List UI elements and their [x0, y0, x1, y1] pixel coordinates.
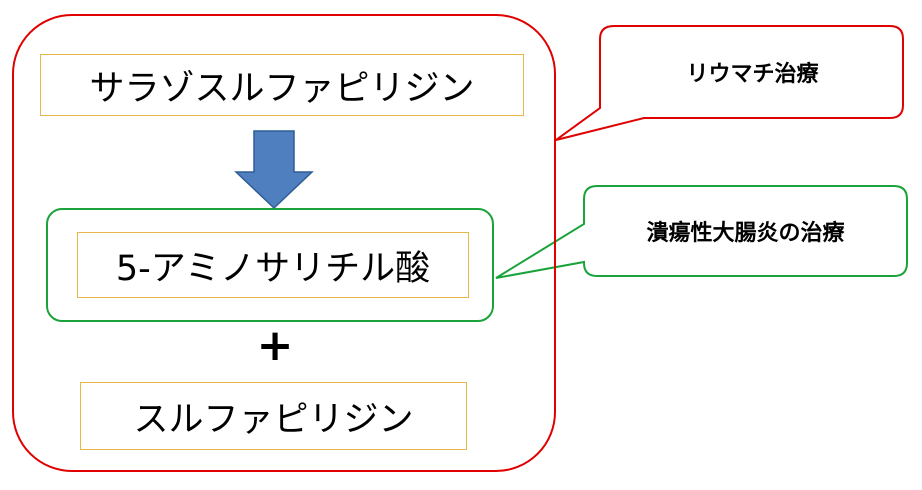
diagram-outer-frame: [12, 14, 556, 472]
rheumatism-callout-shape: [555, 25, 904, 141]
down-arrow-icon: [234, 130, 314, 210]
metabolite-group-frame: [46, 208, 494, 322]
rheumatism-callout-text: リウマチ治療: [686, 62, 819, 87]
plus-sign: +: [256, 320, 294, 371]
colitis-callout-text: 潰瘍性大腸炎の治療: [646, 221, 845, 246]
metabolite-1-label: 5-アミノサリチル酸: [77, 232, 469, 298]
colitis-callout-shape: [495, 185, 908, 279]
metabolite-2-label: スルファピリジン: [80, 382, 467, 450]
drug-name-label: サラゾスルファピリジン: [40, 54, 524, 116]
